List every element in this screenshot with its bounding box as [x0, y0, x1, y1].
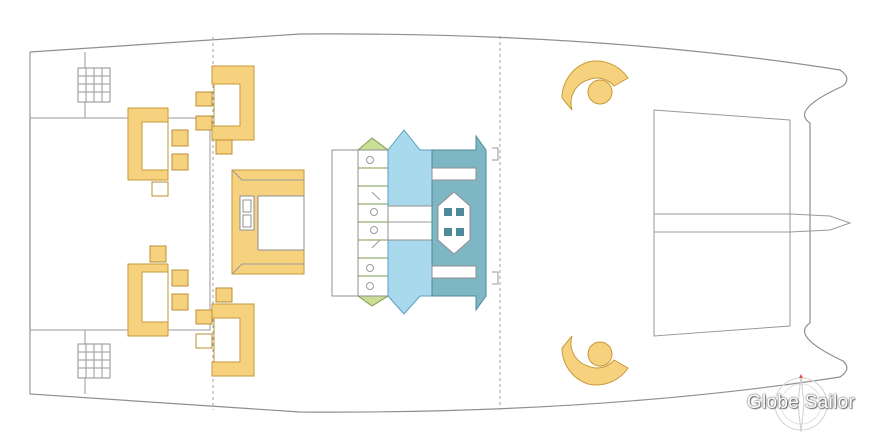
- saloon-door-notch: [492, 147, 499, 285]
- starboard-stairs: [77, 343, 111, 379]
- cockpit-seating-lower: [195, 287, 255, 377]
- green-storage-module: [357, 137, 389, 307]
- teal-cabin-module: [431, 134, 487, 312]
- stern-seating-port: [127, 107, 189, 197]
- cockpit-seating-upper: [195, 65, 255, 155]
- blue-cabin-module: [387, 129, 433, 315]
- sink-icon: [239, 195, 255, 231]
- globe-sailor-logo: Globe Sailor: [726, 374, 876, 433]
- trampoline-net: [653, 109, 852, 337]
- brand-name: Globe Sailor: [746, 392, 856, 413]
- galley-counter: [231, 169, 305, 275]
- port-stairs: [77, 67, 111, 103]
- stern-seating-starboard: [127, 245, 189, 337]
- forward-lounge-seat-starboard: [561, 335, 629, 386]
- forward-lounge-seat-port: [561, 60, 629, 111]
- saloon-wall: [331, 149, 359, 297]
- compass-icon: [774, 374, 828, 433]
